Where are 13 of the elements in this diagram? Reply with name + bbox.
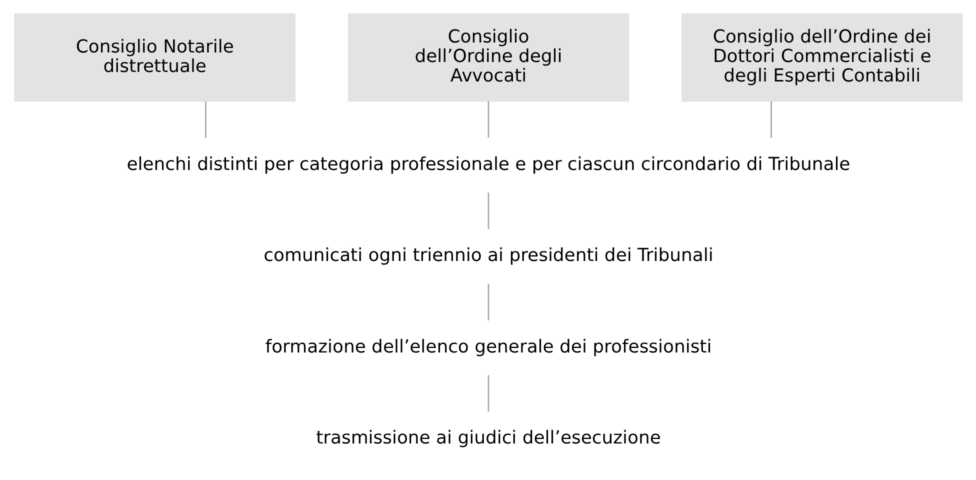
- node-text: elenchi distinti per categoria professionale e per ciascun circondario di Tribunale: [126, 154, 850, 175]
- connector: [487, 375, 489, 412]
- connector: [487, 101, 489, 138]
- connector: [770, 101, 772, 138]
- node-box: Consiglio dell’Ordine dei Dottori Commercialisti e degli Esperti Contabili: [681, 13, 962, 102]
- node-text: trasmissione ai giudici dell’esecuzione: [316, 428, 660, 449]
- connector: [487, 192, 489, 230]
- node-box: Consiglio dell’Ordine degli Avvocati: [347, 13, 629, 102]
- connector: [487, 284, 489, 320]
- connector: [204, 101, 206, 138]
- node-box: Consiglio Notarile distrettuale: [14, 13, 295, 102]
- node-text: comunicati ogni triennio ai presidenti dei Tribunali: [263, 245, 713, 266]
- node-text: formazione dell’elenco generale dei professionisti: [264, 336, 712, 358]
